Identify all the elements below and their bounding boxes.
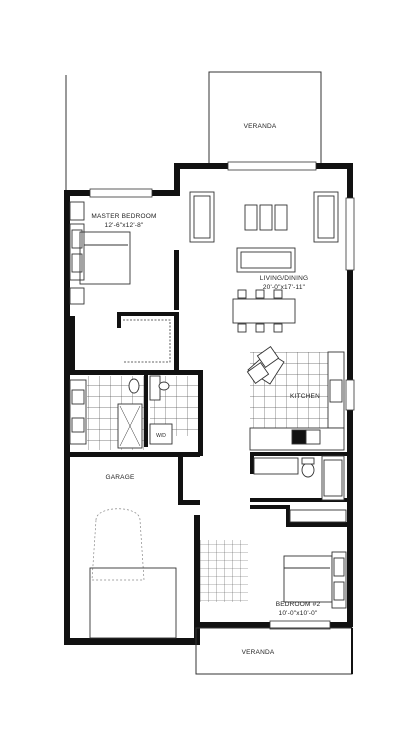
veranda-bottom: VERANDA <box>195 627 353 675</box>
living-dining: LIVING/DINING 20'-0"x17'-11" <box>189 191 339 333</box>
veranda-top: VERANDA <box>65 71 322 190</box>
washer-dryer-label: W/D <box>156 433 166 439</box>
kitchen-label: KITCHEN <box>290 393 320 400</box>
main-bath <box>253 455 347 523</box>
veranda-bottom-label: VERANDA <box>242 649 275 656</box>
master-bedroom-size: 12'-6"x12'-8" <box>105 222 144 229</box>
kitchen: KITCHEN <box>246 346 345 451</box>
master-bedroom-label: MASTER BEDROOM <box>91 213 156 220</box>
bathrooms: W/D <box>69 375 173 449</box>
bedroom-2: BEDROOM #2 10'-0"x10'-0" <box>276 551 347 617</box>
bedroom-2-label: BEDROOM #2 <box>276 601 321 608</box>
living-dining-size: 20'-0"x17'-11" <box>263 284 306 291</box>
living-dining-label: LIVING/DINING <box>260 275 308 282</box>
garage: GARAGE <box>89 474 177 639</box>
garage-label: GARAGE <box>105 474 134 481</box>
bedroom-2-size: 10'-0"x10'-0" <box>279 610 318 617</box>
veranda-top-label: VERANDA <box>244 123 277 130</box>
master-bedroom: MASTER BEDROOM 12'-6"x12'-8" <box>69 201 156 305</box>
windows <box>89 161 355 630</box>
closet <box>123 319 171 363</box>
